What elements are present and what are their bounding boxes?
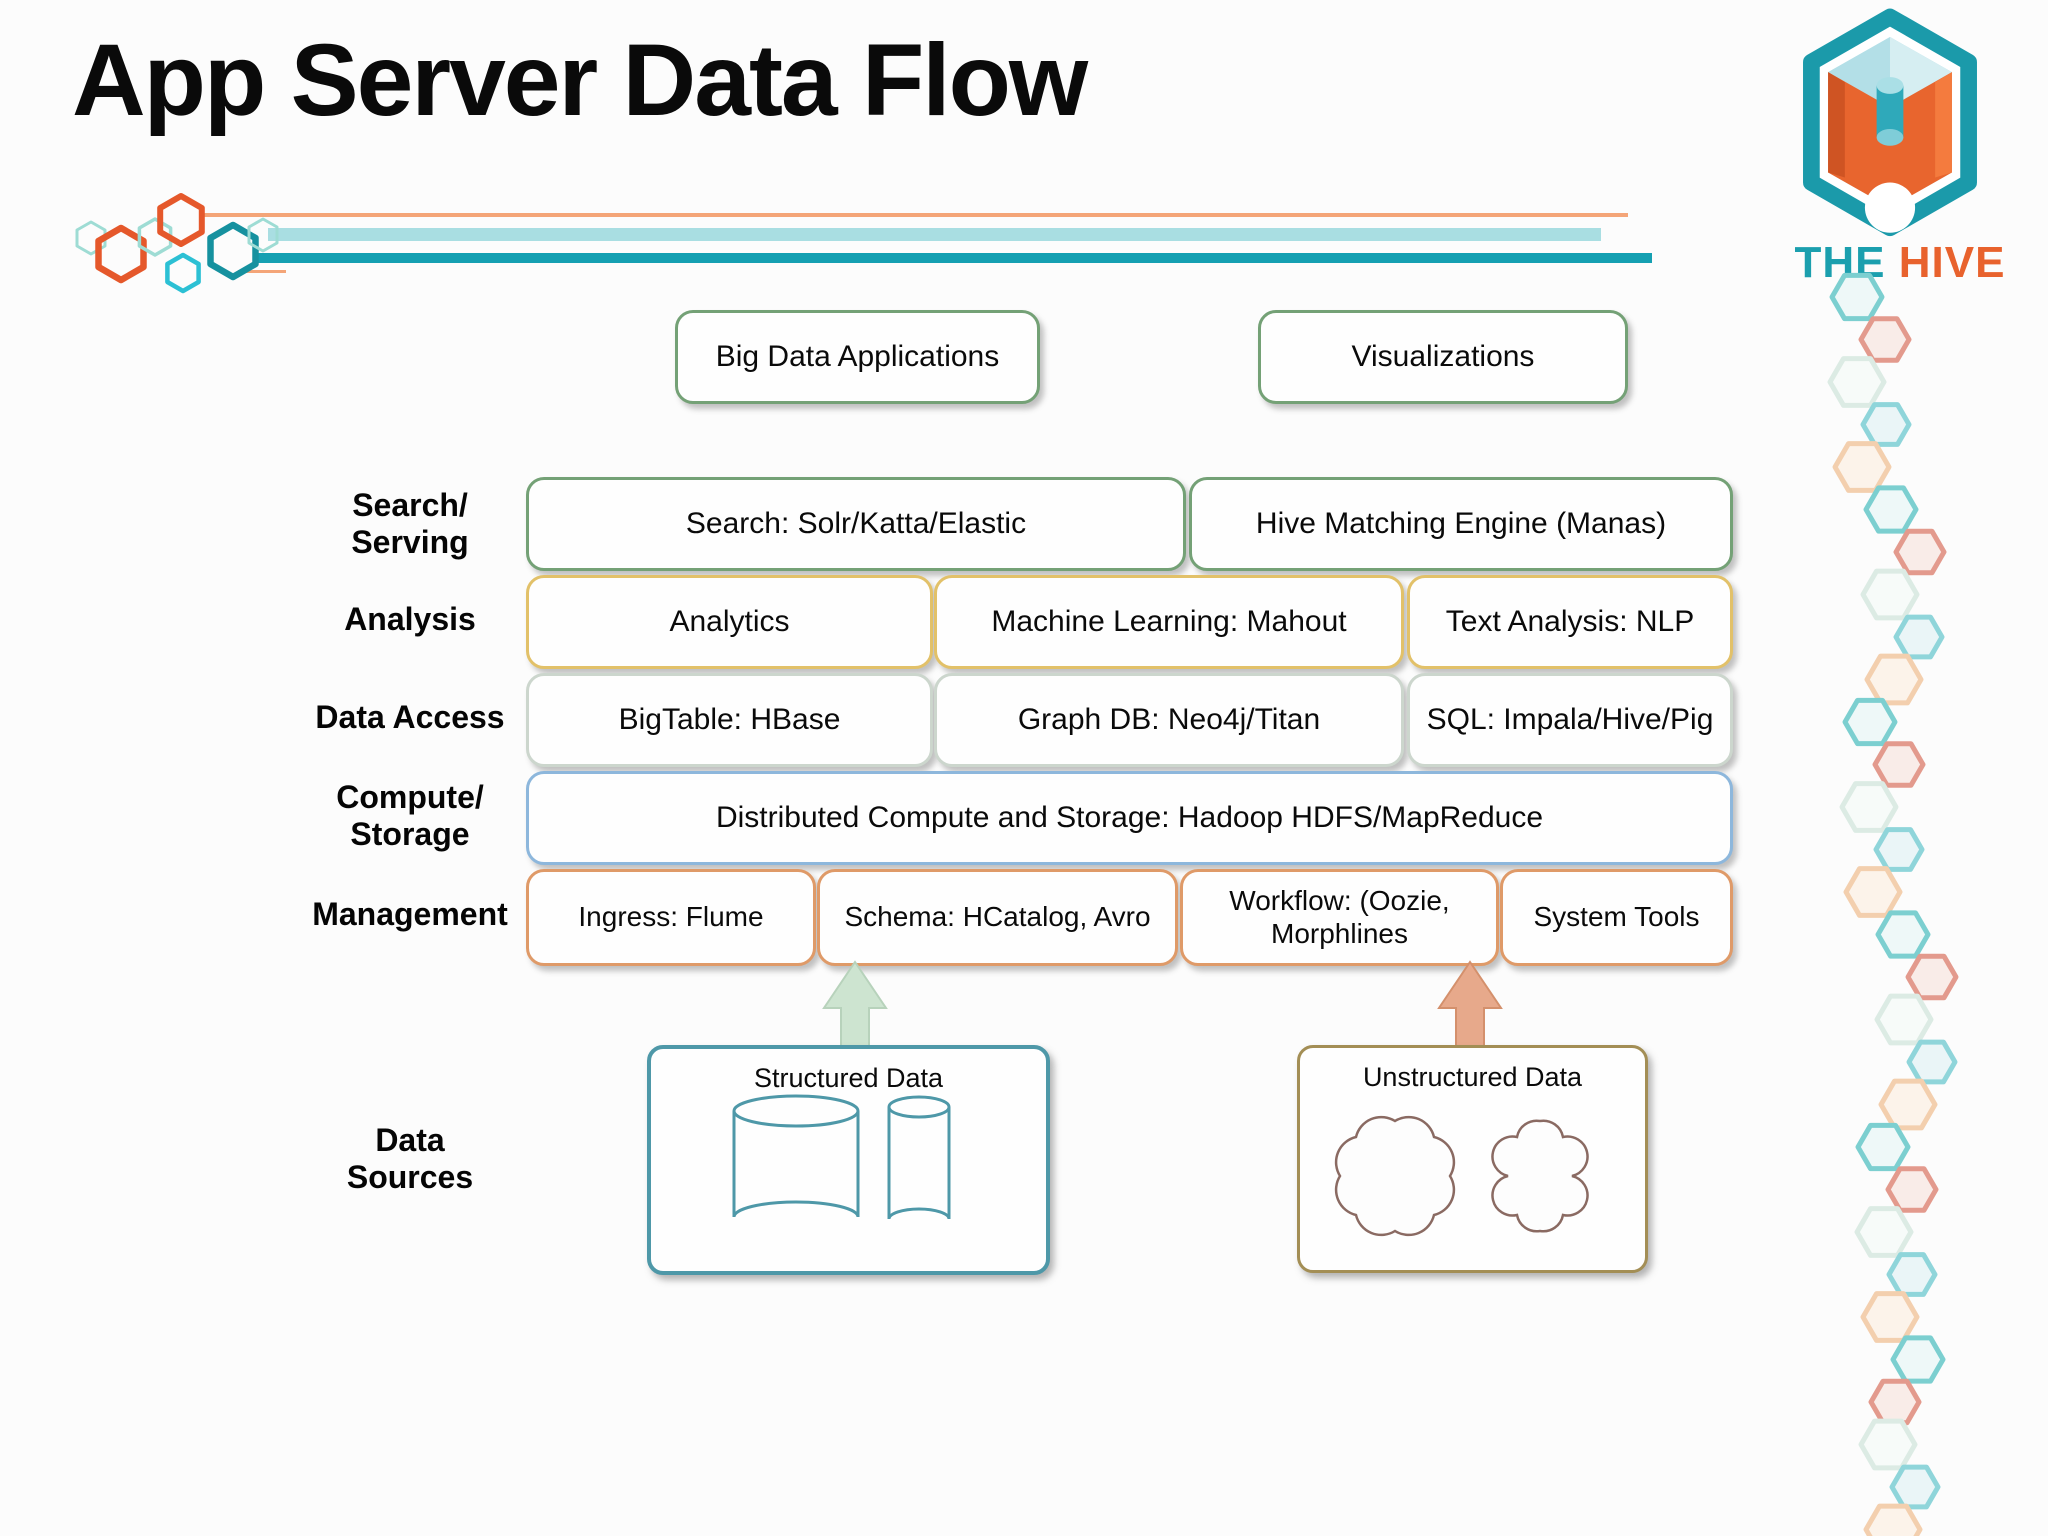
box-bigtable-hbase: BigTable: HBase bbox=[526, 673, 933, 767]
hex-chain-decoration bbox=[1827, 272, 1959, 1536]
layer-label-data-sources: Data Sources bbox=[346, 1122, 474, 1196]
layer-label-data-access: Data Access bbox=[315, 699, 505, 735]
cloud-blobs-icon bbox=[1334, 1115, 1589, 1237]
layer-label-search-serving: Search/ Serving bbox=[351, 487, 469, 561]
brand-hive: HIVE bbox=[1898, 238, 2006, 287]
unstructured-data-title: Unstructured Data bbox=[1362, 1062, 1583, 1092]
structured-up-arrow-icon bbox=[822, 960, 888, 1047]
box-big-data-applications: Big Data Applications bbox=[675, 310, 1040, 404]
layer-label-management: Management bbox=[312, 896, 508, 932]
hive-logo-icon bbox=[1803, 8, 1977, 237]
box-workflow-oozie: Workflow: (Oozie, Morphlines bbox=[1180, 869, 1499, 966]
header-divider-decoration bbox=[75, 193, 1652, 294]
box-text-analysis: Text Analysis: NLP bbox=[1407, 575, 1733, 669]
box-sql-impala: SQL: Impala/Hive/Pig bbox=[1407, 673, 1733, 767]
unstructured-up-arrow-icon bbox=[1437, 960, 1503, 1047]
box-schema-hcatalog: Schema: HCatalog, Avro bbox=[817, 869, 1178, 966]
box-ingress-flume: Ingress: Flume bbox=[526, 869, 816, 966]
page-title: App Server Data Flow bbox=[72, 23, 1088, 137]
box-structured-data: Structured Data bbox=[647, 1045, 1050, 1275]
box-distributed-compute-storage: Distributed Compute and Storage: Hadoop … bbox=[526, 771, 1733, 865]
structured-data-title: Structured Data bbox=[753, 1063, 944, 1093]
box-machine-learning: Machine Learning: Mahout bbox=[934, 575, 1404, 669]
box-system-tools: System Tools bbox=[1500, 869, 1733, 966]
box-visualizations: Visualizations bbox=[1258, 310, 1628, 404]
box-hive-matching-engine: Hive Matching Engine (Manas) bbox=[1189, 477, 1733, 571]
layer-label-compute-storage: Compute/ Storage bbox=[336, 779, 484, 853]
database-cylinders-icon bbox=[732, 1094, 951, 1220]
data-flow-arrows bbox=[822, 960, 1503, 1047]
box-graph-db: Graph DB: Neo4j/Titan bbox=[934, 673, 1404, 767]
box-analytics: Analytics bbox=[526, 575, 933, 669]
hive-logo-wordmark: THE HIVE bbox=[1772, 238, 2028, 288]
box-unstructured-data: Unstructured Data bbox=[1297, 1045, 1648, 1273]
box-search-solr: Search: Solr/Katta/Elastic bbox=[526, 477, 1186, 571]
layer-label-analysis: Analysis bbox=[344, 601, 476, 637]
